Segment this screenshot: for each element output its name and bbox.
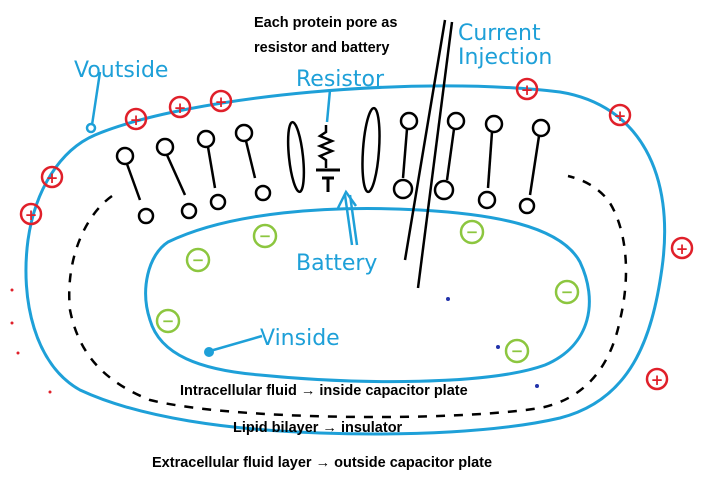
negative-charge (554, 279, 580, 305)
current-injection-line-1 (403, 19, 447, 261)
positive-sign: + (174, 99, 187, 117)
positive-charge (40, 165, 64, 189)
positive-charge (124, 107, 148, 131)
legend-extracellular: Extracellular fluid layer → outside capa… (152, 455, 492, 471)
v-outside-label: Voutside (74, 58, 168, 83)
battery-arrow-icon (336, 189, 359, 246)
current-injection-label-line2: Injection (458, 45, 552, 70)
negative-charge (185, 247, 211, 273)
negative-charge (155, 308, 181, 334)
current-injection-label-line1: Current (458, 21, 541, 46)
legend-lipid-bilayer: Lipid bilayer → insulator (233, 420, 403, 436)
negative-charge (504, 338, 530, 364)
v-outside-probe-tip (85, 122, 97, 134)
inner-membrane (144, 207, 591, 384)
positive-charge (209, 89, 233, 113)
v-outside-probe (90, 71, 102, 126)
phospholipid-group-right (392, 111, 551, 215)
positive-charge (645, 367, 669, 391)
positive-charge (19, 202, 43, 226)
positive-sign: + (651, 371, 664, 389)
positive-sign: + (614, 107, 627, 125)
positive-sign: + (676, 240, 689, 258)
negative-sign: − (511, 342, 524, 360)
ion-dot (48, 390, 52, 394)
negative-sign: − (561, 283, 574, 301)
ion-dot (496, 345, 500, 349)
negative-charges (155, 219, 580, 364)
ion-dot (10, 321, 14, 325)
pore-note-line2: resistor and battery (254, 40, 389, 56)
negative-sign: − (466, 223, 479, 241)
legend-intracellular: Intracellular fluid → inside capacitor p… (180, 383, 468, 399)
protein-pore-right (361, 106, 381, 194)
battery-label: Battery (296, 251, 377, 276)
pore-note-line1: Each protein pore as (254, 15, 397, 31)
positive-sign: + (46, 169, 59, 187)
phospholipid-group-left (115, 123, 272, 225)
v-inside-label: Vinside (260, 326, 340, 351)
v-inside-probe (209, 334, 263, 353)
resistor-label: Resistor (296, 67, 385, 92)
negative-sign: − (259, 227, 272, 245)
current-injection-line-2 (416, 21, 454, 289)
ion-dot (10, 288, 14, 292)
protein-pore-left (286, 120, 306, 194)
ion-dot (535, 384, 539, 388)
positive-charge (515, 77, 539, 101)
positive-charges (19, 77, 694, 391)
negative-charge (252, 223, 278, 249)
positive-charge (608, 103, 632, 127)
positive-charge (670, 236, 694, 260)
positive-sign: + (25, 206, 38, 224)
positive-sign: + (130, 111, 143, 129)
negative-sign: − (192, 251, 205, 269)
ion-dot (16, 351, 20, 355)
positive-sign: + (215, 93, 228, 111)
v-inside-probe-tip (204, 347, 214, 357)
ion-dot (446, 297, 450, 301)
negative-charge (459, 219, 485, 245)
positive-sign: + (521, 81, 534, 99)
negative-sign: − (162, 312, 175, 330)
resistor-symbol (316, 125, 336, 168)
positive-charge (168, 95, 192, 119)
battery-symbol (316, 168, 340, 192)
bilayer-dashed-line (68, 174, 628, 419)
resistor-pointer (325, 89, 332, 123)
